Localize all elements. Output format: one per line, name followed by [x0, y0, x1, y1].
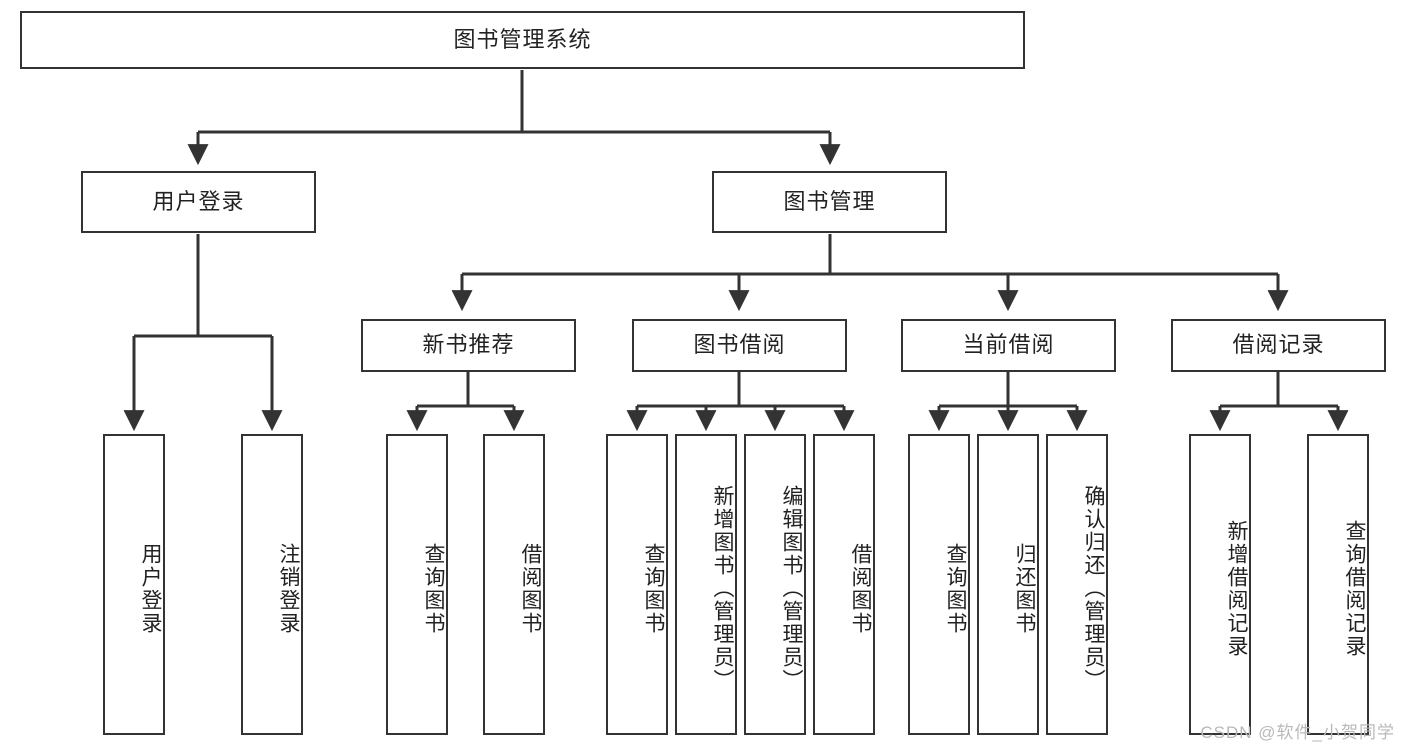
node-label: 新增图书（管理员） — [711, 485, 734, 692]
node-label: 查询图书 — [944, 542, 967, 635]
leaf-book-borrow-borrow[interactable]: 借阅图书 — [813, 434, 875, 735]
node-label: 查询借阅记录 — [1343, 519, 1366, 658]
node-label: 当前借阅 — [962, 332, 1055, 358]
node-label: 图书管理系统 — [453, 26, 592, 52]
node-new-book-recommend[interactable]: 新书推荐 — [361, 319, 576, 372]
node-label: 查询图书 — [422, 542, 445, 635]
node-label: 注销登录 — [277, 542, 300, 635]
node-book-management[interactable]: 图书管理 — [712, 171, 947, 233]
leaf-current-borrow-query[interactable]: 查询图书 — [908, 434, 970, 735]
leaf-book-borrow-add[interactable]: 新增图书（管理员） — [675, 434, 737, 735]
leaf-borrow-record-add[interactable]: 新增借阅记录 — [1189, 434, 1251, 735]
leaf-book-borrow-query[interactable]: 查询图书 — [606, 434, 668, 735]
node-label: 用户登录 — [139, 542, 162, 635]
node-label: 确认归还（管理员） — [1082, 485, 1105, 692]
node-current-borrow[interactable]: 当前借阅 — [901, 319, 1116, 372]
leaf-user-login-signin[interactable]: 用户登录 — [103, 434, 165, 735]
node-label: 借阅图书 — [519, 542, 542, 635]
leaf-new-book-query[interactable]: 查询图书 — [386, 434, 448, 735]
node-label: 图书管理 — [783, 188, 876, 214]
node-label: 新增借阅记录 — [1225, 519, 1248, 658]
node-label: 新书推荐 — [422, 332, 515, 358]
node-label: 图书借阅 — [693, 332, 786, 358]
leaf-current-borrow-confirm-return[interactable]: 确认归还（管理员） — [1046, 434, 1108, 735]
node-root-system[interactable]: 图书管理系统 — [20, 11, 1025, 69]
node-label: 借阅记录 — [1232, 332, 1325, 358]
csdn-watermark: CSDN @软件_小贺同学 — [1200, 723, 1395, 742]
node-label: 归还图书 — [1013, 542, 1036, 635]
leaf-borrow-record-query[interactable]: 查询借阅记录 — [1307, 434, 1369, 735]
node-label: 用户登录 — [152, 188, 245, 214]
node-label: 借阅图书 — [849, 542, 872, 635]
node-label: 编辑图书（管理员） — [780, 485, 803, 692]
leaf-current-borrow-return[interactable]: 归还图书 — [977, 434, 1039, 735]
node-book-borrow[interactable]: 图书借阅 — [632, 319, 847, 372]
leaf-book-borrow-edit[interactable]: 编辑图书（管理员） — [744, 434, 806, 735]
node-borrow-record[interactable]: 借阅记录 — [1171, 319, 1386, 372]
leaf-user-login-signout[interactable]: 注销登录 — [241, 434, 303, 735]
node-user-login[interactable]: 用户登录 — [81, 171, 316, 233]
node-label: 查询图书 — [642, 542, 665, 635]
leaf-new-book-borrow[interactable]: 借阅图书 — [483, 434, 545, 735]
